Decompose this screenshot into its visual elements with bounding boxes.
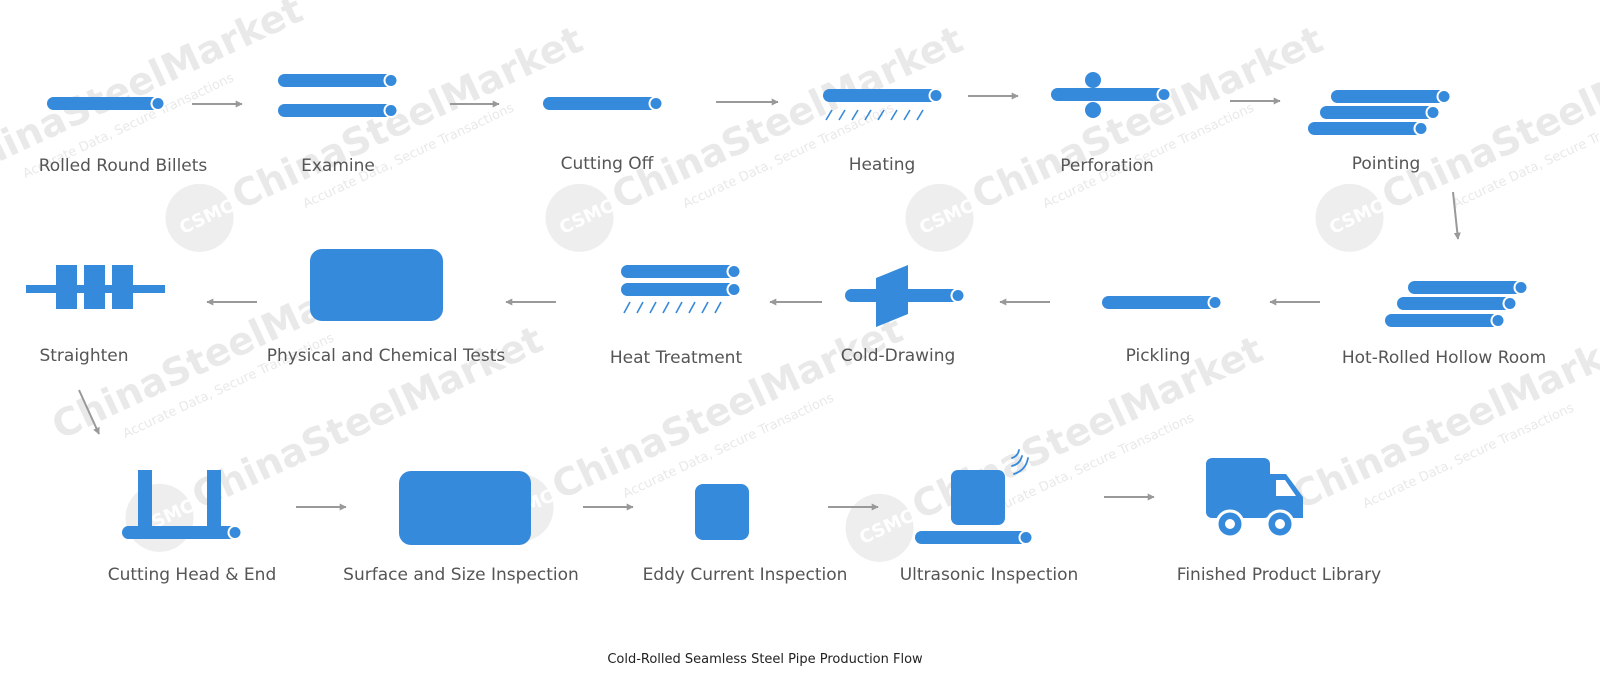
step-label-cutting-head-end: Cutting Head & End — [107, 565, 277, 585]
hot-rolled-hollow-icon — [1385, 280, 1529, 328]
pointing-pipes-icon — [1308, 89, 1452, 136]
flow-arrow — [78, 389, 100, 435]
step-label-hot-rolled-hollow-room: Hot-Rolled Hollow Room — [1341, 348, 1547, 368]
truck-icon — [1206, 458, 1303, 539]
watermark-brand: ChinaSteelMarket — [605, 17, 969, 218]
watermark-brand: ChinaSteelMarket — [225, 17, 589, 218]
heating-icon — [823, 88, 944, 121]
flow-arrow — [1452, 191, 1461, 240]
straighten-icon — [26, 265, 165, 309]
physical-chemical-test-icon — [310, 249, 443, 321]
watermark: CSMC ChinaSteelMarket Accurate Data, Sec… — [1315, 17, 1600, 252]
ultrasonic-inspection-icon — [915, 449, 1034, 545]
pickling-icon — [1102, 295, 1223, 310]
examine-pipes-icon — [278, 73, 399, 118]
rolled-billet-icon — [47, 96, 166, 111]
step-label-eddy-current-inspection: Eddy Current Inspection — [642, 565, 848, 585]
step-label-surface-size-inspection: Surface and Size Inspection — [343, 565, 579, 585]
step-label-heating: Heating — [848, 155, 916, 175]
step-label-heat-treatment: Heat Treatment — [609, 348, 743, 368]
heat-treatment-icon — [621, 264, 742, 314]
step-label-ultrasonic-inspection: Ultrasonic Inspection — [899, 565, 1079, 585]
step-label-pointing: Pointing — [1351, 154, 1421, 174]
cold-drawing-icon — [845, 265, 966, 327]
step-label-rolled-round-billets: Rolled Round Billets — [38, 156, 208, 176]
step-label-perforation: Perforation — [1060, 156, 1154, 176]
cut-billet-icon — [543, 96, 664, 111]
eddy-current-inspection-icon — [695, 484, 749, 540]
step-label-pickling: Pickling — [1125, 346, 1191, 366]
watermark-brand: ChinaSteelMarket — [965, 17, 1329, 218]
cutting-head-end-icon — [122, 470, 243, 540]
step-label-finished-product-library: Finished Product Library — [1176, 565, 1382, 585]
watermark-layer: ChinaSteelMarket Accurate Data, Secure T… — [0, 0, 1600, 562]
surface-size-inspection-icon — [399, 471, 531, 545]
step-label-physical-chemical-tests: Physical and Chemical Tests — [266, 346, 506, 366]
step-label-cutting-off: Cutting Off — [560, 154, 654, 174]
watermark-brand: ChinaSteelMarket — [545, 307, 909, 508]
step-label-straighten: Straighten — [39, 346, 129, 366]
step-label-cold-drawing: Cold-Drawing — [840, 346, 956, 366]
perforation-icon — [1051, 72, 1172, 118]
step-label-examine: Examine — [301, 156, 375, 176]
diagram-caption: Cold-Rolled Seamless Steel Pipe Producti… — [607, 652, 923, 667]
